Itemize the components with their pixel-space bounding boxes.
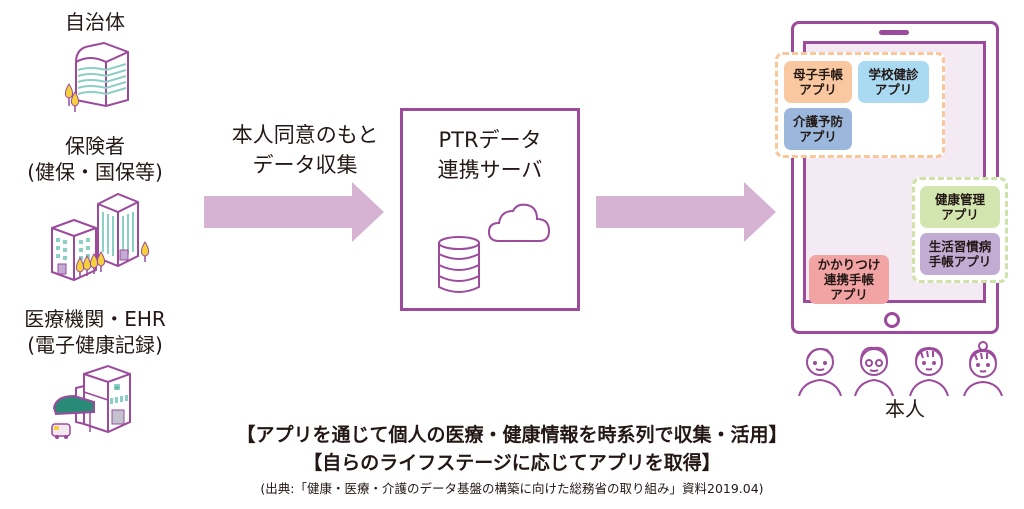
source-hospital-sublabel: (電子健康記録) xyxy=(27,333,163,357)
app-health-management[interactable]: 健康管理 アプリ xyxy=(920,186,1000,228)
summary-line-1: 【アプリを通じて個人の医療・健康情報を時系列で収集・活用】 xyxy=(236,424,788,446)
source-hospital-label: 医療機関・EHR xyxy=(24,307,166,331)
source-citation: (出典:「健康・医療・介護のデータ基盤の構築に向けた総務省の取り組み」資料201… xyxy=(260,481,764,496)
person-woman-bun-icon xyxy=(963,341,1003,396)
app-school-checkup[interactable]: 学校健診 アプリ xyxy=(858,61,929,103)
arrow-label-line1: 本人同意のもと xyxy=(231,123,379,147)
deliver-arrow xyxy=(596,182,776,242)
tablet-home-button[interactable] xyxy=(884,312,900,328)
source-municipality-label: 自治体 xyxy=(65,10,125,34)
source-insurer-label: 保険者 xyxy=(65,134,125,158)
hospital-icon: + xyxy=(51,364,131,439)
database-icon xyxy=(438,236,480,293)
person-man-icon xyxy=(909,346,949,396)
app-care-prevention[interactable]: 介護予防 アプリ xyxy=(784,108,852,150)
person-elderly-woman-icon xyxy=(798,348,842,396)
server-title-line2: 連携サーバ xyxy=(437,158,543,182)
tablet-speaker xyxy=(879,30,909,35)
app-lifestyle-disease-handbook[interactable]: 生活習慣病 手帳アプリ xyxy=(920,233,1000,275)
app-family-doctor-handbook[interactable]: かかりつけ 連携手帳 アプリ xyxy=(809,255,889,304)
server-title-line1: PTRデータ xyxy=(438,128,542,152)
cloud-icon xyxy=(487,203,551,242)
office-buildings-icon xyxy=(51,192,150,282)
arrow-label-line2: データ収集 xyxy=(252,153,358,177)
svg-text:+: + xyxy=(114,384,120,392)
people-icons xyxy=(798,341,1003,396)
summary-line-2: 【自らのライフステージに応じてアプリを取得】 xyxy=(303,452,721,474)
city-hall-icon xyxy=(64,41,129,112)
source-insurer-sublabel: (健保・国保等) xyxy=(27,160,163,184)
ptr-server-box: PTRデータ 連携サーバ xyxy=(400,108,580,311)
person-glasses-icon xyxy=(854,346,894,396)
collect-arrow xyxy=(204,182,384,242)
person-label: 本人 xyxy=(885,397,925,421)
app-maternal-handbook[interactable]: 母子手帳 アプリ xyxy=(784,61,852,103)
